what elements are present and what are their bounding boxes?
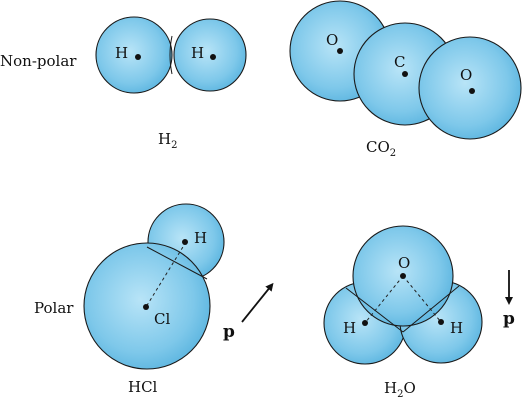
h2-atom-right [173,18,247,92]
co2-nucleus-o-left [337,48,343,54]
hcl-atom-label-h: H [194,229,207,247]
h2o-bond-right [402,275,442,323]
row-label-polar: Polar [34,299,74,317]
hcl-bond [145,241,187,308]
h2o-atom-label-h-right: H [450,319,463,337]
h2o-nucleus-o [400,273,406,279]
h2-formula: H2 [158,130,177,151]
hcl-dipole-label: p [223,322,235,342]
hcl-molecule: H Cl [83,203,225,370]
co2-atom-label-c: C [394,53,405,71]
co2-nucleus-c [402,71,408,77]
hcl-overlap-seam [146,246,208,280]
row-label-nonpolar: Non-polar [0,52,77,70]
h2-nucleus-right [210,54,216,60]
hcl-atom-label-cl: Cl [154,310,170,328]
h2-atom-left [95,16,173,94]
h2o-seam-left [345,287,404,333]
co2-atom-label-o-left: O [326,31,338,49]
co2-atom-o-right [418,36,522,140]
h2-nucleus-left [135,54,141,60]
h2-atom-label-right: H [191,44,204,62]
h2-atom-label-left: H [115,44,128,62]
h2-molecule: H H [95,16,247,94]
hcl-dipole-arrow [241,282,274,323]
hcl-nucleus-cl [143,304,149,310]
h2o-dipole-label: p [503,309,515,329]
co2-nucleus-o-right [469,88,475,94]
h2o-atom-label-o: O [398,254,410,272]
h2o-formula: H2O [384,379,416,400]
co2-molecule: O C O [289,0,522,140]
co2-formula: CO2 [366,138,396,159]
h2o-nucleus-h-right [438,319,444,325]
h2o-seam-right [402,285,460,333]
h2o-bond-left [364,275,404,324]
h2-overlap-seam [169,35,173,75]
h2o-molecule: O H H [323,225,483,365]
h2o-nucleus-h-left [362,320,368,326]
co2-atom-label-o-right: O [460,66,472,84]
hcl-nucleus-h [182,239,188,245]
hcl-formula: HCl [128,378,158,396]
h2o-atom-label-h-left: H [343,319,356,337]
